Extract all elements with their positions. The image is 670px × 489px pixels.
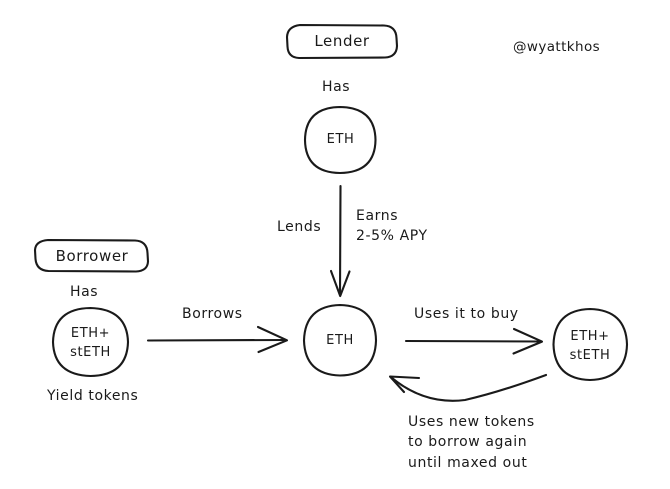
borrows-arrow-head bbox=[256, 325, 289, 354]
borrower-has-annotation: Has bbox=[70, 284, 99, 300]
lends-arrow-head bbox=[329, 269, 351, 298]
lender-eth-circle bbox=[303, 105, 377, 175]
uses-it-to-buy-arrow-shaft bbox=[404, 339, 542, 343]
uses-it-to-buy-edge-label: Uses it to buy bbox=[414, 306, 519, 322]
lends-arrow-shaft bbox=[338, 184, 342, 297]
lends-edge-label: Lends bbox=[277, 219, 322, 235]
lender-box-outline bbox=[285, 23, 399, 60]
lender-has-annotation: Has bbox=[322, 79, 351, 95]
bought-tokens-node-label: ETH+ stETH bbox=[569, 329, 611, 363]
bought-tokens-circle bbox=[552, 307, 629, 382]
uses-it-to-buy-arrow-head bbox=[512, 327, 544, 355]
borrower-tokens-circle bbox=[51, 306, 130, 378]
loop-back-arrow-head bbox=[388, 375, 421, 394]
borrows-arrow-shaft bbox=[146, 338, 287, 342]
pool-eth-circle bbox=[302, 303, 378, 377]
borrower-box-outline bbox=[33, 238, 150, 273]
yield-tokens-annotation: Yield tokens bbox=[47, 388, 139, 404]
lender-eth-node-label: ETH bbox=[326, 132, 355, 147]
author-handle: @wyattkhos bbox=[513, 39, 601, 55]
lender-box-label: Lender bbox=[314, 32, 370, 50]
borrower-box-label: Borrower bbox=[55, 247, 129, 265]
pool-eth-node-label: ETH bbox=[326, 333, 354, 348]
borrows-edge-label: Borrows bbox=[182, 306, 243, 322]
earns-edge-label: Earns 2-5% APY bbox=[356, 208, 428, 245]
loop-back-arrow-curve bbox=[390, 373, 548, 402]
borrower-tokens-node-label: ETH+ stETH bbox=[70, 326, 111, 360]
loop-back-edge-label: Uses new tokens to borrow again until ma… bbox=[408, 414, 535, 471]
